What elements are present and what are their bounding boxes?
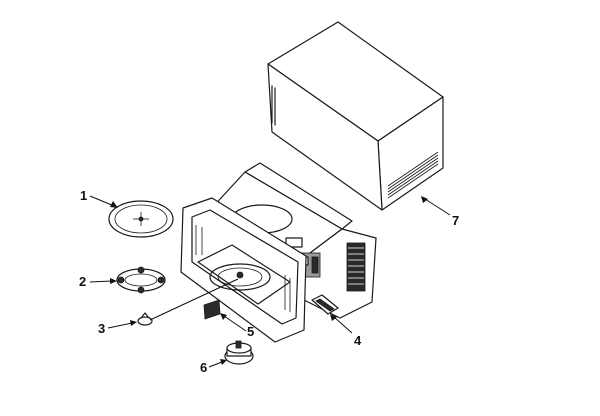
control-panel-grille [346, 242, 366, 292]
callout-label-7: 7 [452, 213, 459, 228]
waveguide-cover-part [203, 299, 221, 320]
outer-cabinet-part [267, 21, 444, 211]
door-switch-part [311, 294, 339, 315]
callout-label-6: 6 [200, 360, 207, 375]
glass-turntable-part [108, 200, 174, 238]
coupler-part [137, 312, 153, 326]
callout-label-5: 5 [247, 324, 254, 339]
callout-leaders [89, 195, 451, 368]
turntable-motor-part [224, 340, 254, 365]
callout-label-1: 1 [80, 188, 87, 203]
callout-label-3: 3 [98, 321, 105, 336]
callout-label-4: 4 [354, 333, 362, 348]
oven-chassis [180, 162, 377, 343]
cabinet-vent-slots [387, 151, 439, 199]
roller-ring-part [116, 266, 166, 294]
callout-label-2: 2 [79, 274, 86, 289]
